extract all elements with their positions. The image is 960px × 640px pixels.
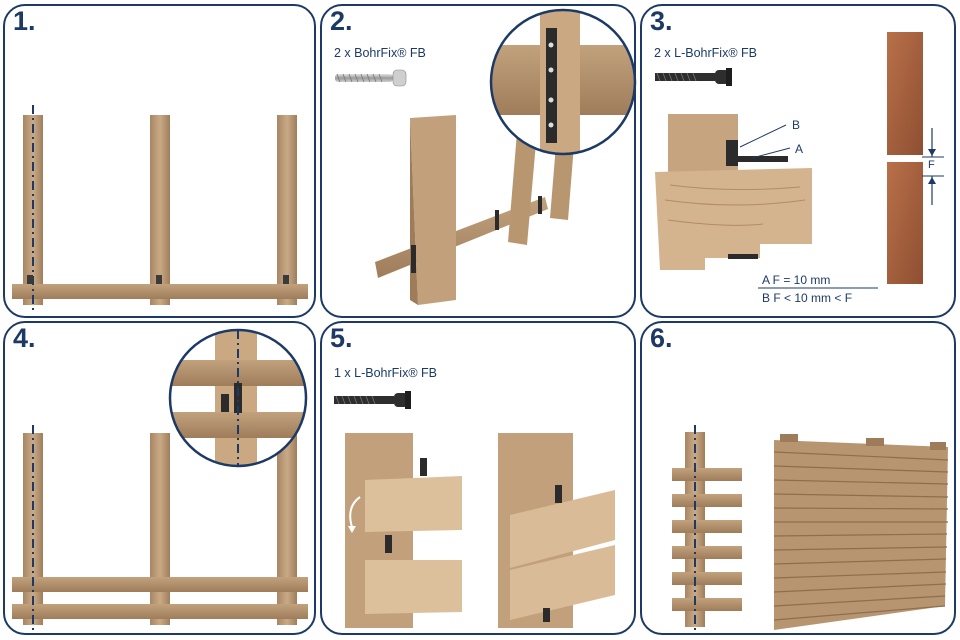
label-b: B — [792, 118, 801, 132]
step-number: 6. — [650, 323, 673, 353]
detail-zoom-circle — [170, 330, 306, 466]
step6-illustration — [672, 425, 949, 630]
l-screw-icon — [334, 391, 411, 409]
step-caption: 2 x BohrFix® FB — [334, 46, 426, 60]
l-screw-icon — [738, 156, 788, 162]
post-back-1 — [508, 120, 538, 245]
step-number: 1. — [13, 6, 36, 36]
step5-illustration — [334, 391, 615, 628]
legend-a: A F = 10 mm — [762, 273, 831, 287]
l-screw-icon — [655, 68, 732, 86]
board-top-sample — [887, 32, 923, 155]
step4-illustration — [12, 328, 308, 630]
step2-illustration — [335, 8, 637, 305]
label-f: F — [928, 159, 935, 171]
detail-zoom-circle — [491, 10, 635, 154]
board-lower-angled — [510, 545, 615, 620]
connector-bracket-icon — [411, 245, 416, 273]
connector-bracket-icon — [495, 210, 499, 230]
connector-bracket-icon — [385, 535, 392, 553]
post-middle — [150, 115, 170, 305]
step3-illustration — [655, 32, 944, 289]
step-panel-2 — [320, 4, 636, 318]
horizontal-board — [12, 284, 308, 299]
step-number: 5. — [330, 323, 353, 353]
connector-bracket-icon — [234, 383, 242, 413]
step-panel-6 — [640, 321, 956, 635]
board-upper-angled — [510, 490, 615, 568]
post-front — [410, 115, 456, 305]
step-panel-3 — [640, 4, 956, 318]
step-number: 4. — [13, 323, 36, 353]
connector-bracket-icon — [543, 608, 550, 622]
step-panel-1 — [3, 4, 316, 318]
step-caption: 2 x L-BohrFix® FB — [654, 46, 757, 60]
screw-icon — [335, 69, 407, 87]
post-left — [23, 115, 43, 305]
connector-bracket-icon — [546, 28, 557, 143]
board-end-view — [655, 168, 812, 270]
step-panel-5 — [320, 321, 636, 635]
step-number: 2. — [330, 6, 353, 36]
turn-arrow-icon — [349, 496, 361, 528]
connector-bracket-icon — [726, 140, 738, 166]
step1-illustration — [12, 105, 308, 310]
board-being-placed — [365, 476, 462, 532]
connector-bracket-icon — [555, 485, 562, 503]
step-number: 3. — [650, 6, 673, 36]
connector-bracket-icon — [156, 275, 162, 284]
connector-bracket-icon — [27, 275, 33, 284]
post-right — [277, 115, 297, 305]
step-panel-4 — [3, 321, 316, 635]
board-bottom-sample — [887, 162, 923, 284]
label-a: A — [795, 142, 804, 156]
connector-bracket-icon — [283, 275, 289, 284]
legend-b: B F < 10 mm < F — [762, 291, 853, 305]
step-caption: 1 x L-BohrFix® FB — [334, 366, 437, 380]
board-upper — [12, 577, 308, 592]
finished-fence — [773, 434, 949, 630]
connector-bracket-icon — [420, 458, 427, 476]
board-lower — [12, 604, 308, 619]
l-screw-icon — [728, 254, 758, 259]
connector-bracket-icon — [538, 196, 542, 214]
board-placed — [365, 560, 462, 614]
